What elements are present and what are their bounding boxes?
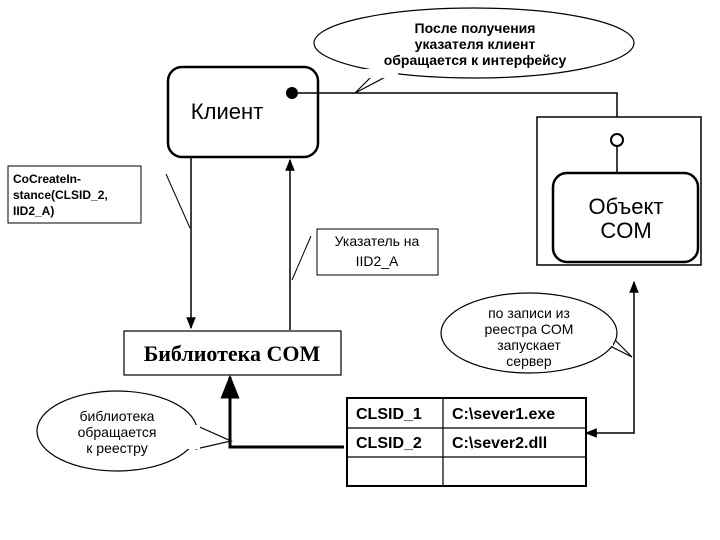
registry-to-object-connector [584,280,639,438]
registry-row-1-path: C:\sever1.exe [452,406,555,423]
note-cocreate-leader [165,173,191,229]
callout-registry-start: по записи из реестра COM запускает серве… [440,292,633,374]
com-object-box [551,171,700,264]
note-pointer-box [316,228,439,276]
callout-bubble [313,7,635,79]
registry-frame [346,397,587,487]
note-cocreate-line-3: IID2_A) [13,204,54,218]
client-shape [166,65,320,159]
callout-line-2: указателя клиент [415,36,536,52]
com-interface-lollipop [610,133,624,147]
com-library-box: Библиотека COM [123,330,342,376]
callout-registry-line-1: по записи из [488,305,570,321]
registry-row-2-path: C:\sever2.dll [452,435,547,452]
registry-row-1-clsid: CLSID_1 [356,406,422,423]
callout-library-join [188,425,200,449]
callout-tail-join [362,69,398,78]
note-pointer: Указатель на IID2_A [291,228,439,281]
callout-library-line-2: обращается [78,424,157,440]
registry-row-2-clsid: CLSID_2 [356,435,422,452]
callout-library-registry: библиотека обращается к реестру [36,390,233,472]
com-object-line-1: Объект [589,194,664,219]
callout-registry-line-3: запускает [497,337,561,353]
callout-library-line-1: библиотека [80,408,155,424]
note-cocreate-line-1: CoCreateIn- [13,172,81,186]
client-interface-dot [286,87,298,99]
client-label: Клиент [191,99,263,124]
callout-registry-join [601,330,613,346]
callout-line-1: После получения [415,20,536,36]
com-library-shape [123,330,342,376]
com-object-line-2: COM [600,218,651,243]
note-cocreate-line-2: stance(CLSID_2, [13,188,108,202]
com-object-container: Объект COM [536,116,702,266]
note-cocreate-box [7,165,142,224]
callout-line-3: обращается к интерфейсу [384,52,567,68]
com-library-label: Библиотека COM [144,341,321,366]
note-pointer-line-2: IID2_A [356,253,399,269]
note-pointer-line-1: Указатель на [335,233,420,249]
note-cocreate: CoCreateIn- stance(CLSID_2, IID2_A) [7,165,191,229]
callout-registry-line-2: реестра COM [485,321,574,337]
client-box: Клиент [166,65,320,159]
callout-registry-line-4: сервер [506,353,552,369]
library-registry-connector [220,374,344,449]
registry-table: CLSID_1 C:\sever1.exe CLSID_2 C:\sever2.… [346,397,587,487]
callout-after-pointer: После получения указателя клиент обращае… [313,7,635,94]
note-pointer-leader [291,235,312,281]
callout-library-tail [194,424,233,450]
callout-library-line-3: к реестру [86,440,147,456]
